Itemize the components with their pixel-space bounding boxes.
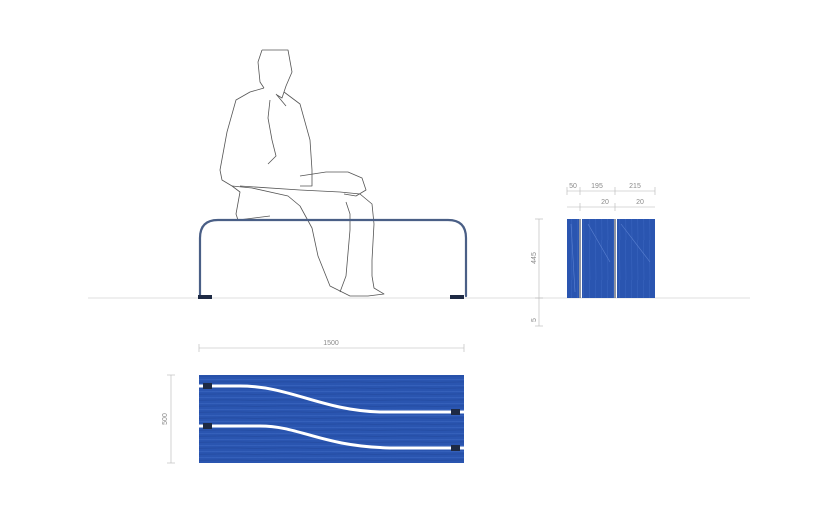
end-slat-right [617, 219, 655, 298]
right-foot [450, 295, 464, 299]
plan-seat-top [199, 375, 464, 463]
left-foot [198, 295, 212, 299]
dim-label-5: 5 [531, 318, 538, 322]
dim-label-500: 500 [162, 413, 169, 425]
end-slat-middle [582, 219, 614, 298]
dim-label-20-right: 20 [636, 199, 644, 206]
dim-label-20-left: 20 [601, 199, 609, 206]
bench-end-elevation [567, 219, 655, 298]
seated-person-figure [219, 49, 385, 297]
dim-label-445: 445 [531, 252, 538, 264]
bench-plan-view [199, 375, 464, 463]
wavy-gap-upper [199, 384, 464, 414]
dim-label-215: 215 [629, 183, 641, 190]
dim-label-50: 50 [569, 183, 577, 190]
dim-label-195: 195 [591, 183, 603, 190]
bench-side-elevation [198, 218, 468, 299]
dim-label-1500: 1500 [323, 340, 339, 347]
end-dimensions: 50 195 215 20 20 445 5 [531, 183, 656, 327]
wavy-gap-lower [199, 424, 464, 450]
plan-dimensions: 1500 500 [162, 340, 465, 464]
